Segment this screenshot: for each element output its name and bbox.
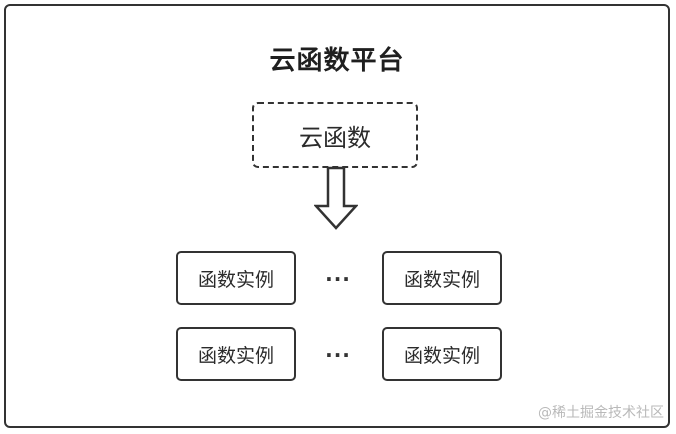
function-instance-node: 函数实例: [382, 251, 502, 305]
platform-title: 云函数平台: [269, 46, 405, 76]
function-instance-node: 函数实例: [176, 251, 296, 305]
function-instance-node: 函数实例: [382, 327, 502, 381]
down-arrow-icon: [314, 166, 358, 230]
watermark: @稀土掘金技术社区: [538, 405, 664, 421]
ellipsis-icon: ···: [325, 343, 351, 367]
ellipsis-icon: ···: [325, 267, 351, 291]
function-instance-node: 函数实例: [176, 327, 296, 381]
cloud-function-node: 云函数: [252, 102, 418, 168]
